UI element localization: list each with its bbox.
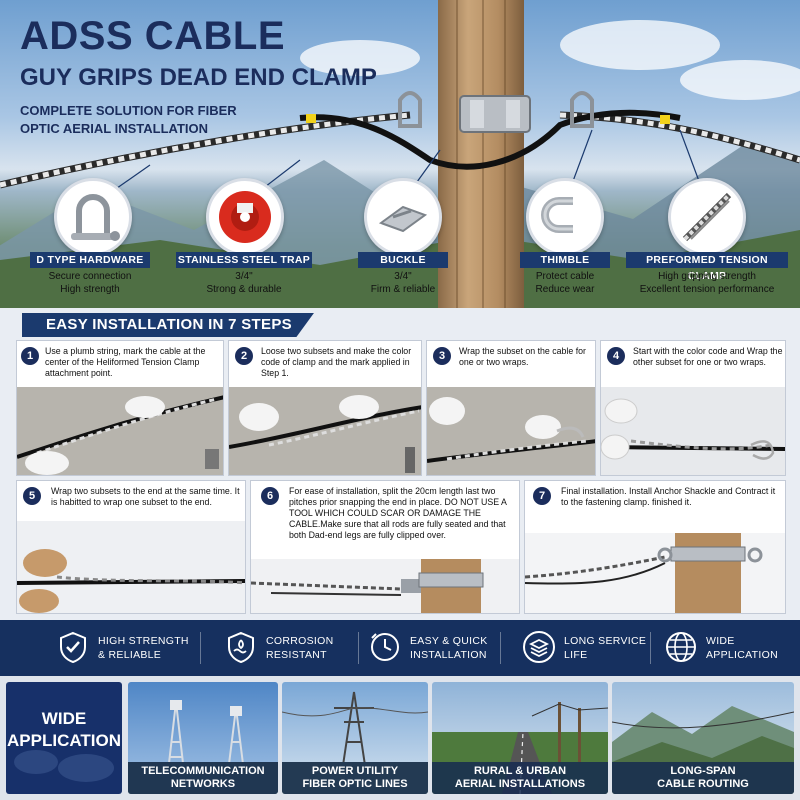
step-card-3: 3 Wrap the subset on the cable for one o…	[426, 340, 596, 476]
step-photo	[601, 387, 785, 475]
step-number: 1	[21, 347, 39, 365]
tension-clamp-icon	[682, 192, 732, 242]
world-map-icon	[14, 750, 114, 782]
step-text: Wrap the subset on the cable for one or …	[459, 346, 586, 367]
divider	[650, 632, 651, 664]
divider	[358, 632, 359, 664]
globe-icon	[666, 632, 696, 662]
step-photo	[17, 521, 245, 613]
part-label-preformed-tension-clamp: PREFORMED TENSION CLAMP	[626, 252, 788, 282]
buckle-icon	[378, 205, 428, 233]
cable-assembly-illustration	[0, 91, 800, 201]
step-photo	[17, 387, 223, 475]
divider	[200, 632, 201, 664]
part-label-d-type-hardware: D TYPE HARDWARE	[30, 252, 150, 268]
step-number: 5	[23, 487, 41, 505]
step-photo	[525, 533, 785, 613]
part-label-thimble: THIMBLE	[520, 252, 610, 268]
step-illustration	[427, 397, 595, 463]
step-number: 6	[261, 487, 279, 505]
step-photo	[229, 387, 421, 475]
step-illustration	[525, 533, 763, 613]
step-card-5: 5 Wrap two subsets to the end at the sam…	[16, 480, 246, 614]
step-illustration	[601, 398, 785, 460]
clock-icon	[371, 633, 399, 661]
part-desc-thimble: Protect cable Reduce wear	[535, 271, 595, 295]
corrosion-shield-icon	[228, 631, 254, 664]
part-label-stainless-steel-trap: STAINLESS STEEL TRAP	[176, 252, 312, 268]
step-number: 3	[433, 347, 451, 365]
shackle-icon	[71, 194, 120, 241]
wooden-pole	[438, 0, 524, 308]
step-photo	[427, 387, 595, 475]
steel-strap-icon	[219, 191, 271, 243]
step-text: Wrap two subsets to the end at the same …	[51, 486, 240, 507]
layers-icon	[523, 631, 555, 663]
thimble-image	[526, 178, 604, 256]
steps-section-title: EASY INSTALLATION IN 7 STEPS	[22, 313, 314, 337]
step-card-7: 7 Final installation. Install Anchor Sha…	[524, 480, 786, 614]
part-label-buckle: BUCKLE	[358, 252, 448, 268]
part-desc-buckle: 3/4" Firm & reliable	[370, 271, 436, 295]
page-title: ADSS CABLE	[20, 14, 286, 58]
step-text: Start with the color code and Wrap the o…	[633, 346, 783, 367]
part-desc-d-type-hardware: Secure connection High strength	[48, 271, 132, 295]
divider	[500, 632, 501, 664]
buckle-image	[364, 178, 442, 256]
step-number: 7	[533, 487, 551, 505]
step-card-2: 2 Loose two subsets and make the color c…	[228, 340, 422, 476]
feature-item: HIGH STRENGTH& RELIABLE	[56, 620, 196, 676]
step-text: Loose two subsets and make the color cod…	[261, 346, 412, 378]
page-subtitle: GUY GRIPS DEAD END CLAMP	[20, 64, 377, 91]
step-number: 2	[235, 347, 253, 365]
step-illustration	[17, 549, 245, 613]
thimble-icon	[541, 197, 573, 233]
step-illustration	[229, 395, 421, 473]
stainless-steel-strap-image	[206, 178, 284, 256]
applications-title: WIDE APPLICATION	[7, 709, 121, 750]
step-card-6: 6 For ease of installation, split the 20…	[250, 480, 520, 614]
step-text: Use a plumb string, mark the cable at th…	[45, 346, 206, 378]
shield-check-icon	[60, 631, 86, 664]
cloud	[680, 60, 800, 100]
feature-label: HIGH STRENGTH& RELIABLE	[98, 635, 189, 661]
step-text: For ease of installation, split the 20cm…	[289, 486, 507, 540]
installation-steps-section: EASY INSTALLATION IN 7 STEPS 1 Use a plu…	[0, 308, 800, 620]
cloud	[300, 40, 420, 76]
wide-application-card: WIDE APPLICATION	[6, 682, 122, 794]
part-desc-stainless-steel-trap: 3/4" Strong & durable	[206, 271, 282, 295]
step-number: 4	[607, 347, 625, 365]
d-type-hardware-image	[54, 178, 132, 256]
step-illustration	[251, 559, 484, 613]
hero-section: ADSS CABLE GUY GRIPS DEAD END CLAMP COMP…	[0, 0, 800, 308]
part-desc-preformed-tension-clamp: High gripping strength Excellent tension…	[639, 271, 775, 295]
step-text: Final installation. Install Anchor Shack…	[561, 486, 776, 507]
step-card-4: 4 Start with the color code and Wrap the…	[600, 340, 786, 476]
cloud	[560, 20, 720, 70]
preformed-tension-clamp-image	[668, 178, 746, 256]
page-description: COMPLETE SOLUTION FOR FIBER OPTIC AERIAL…	[20, 103, 237, 136]
step-photo	[251, 559, 519, 613]
step-card-1: 1 Use a plumb string, mark the cable at …	[16, 340, 224, 476]
step-illustration	[17, 395, 223, 475]
